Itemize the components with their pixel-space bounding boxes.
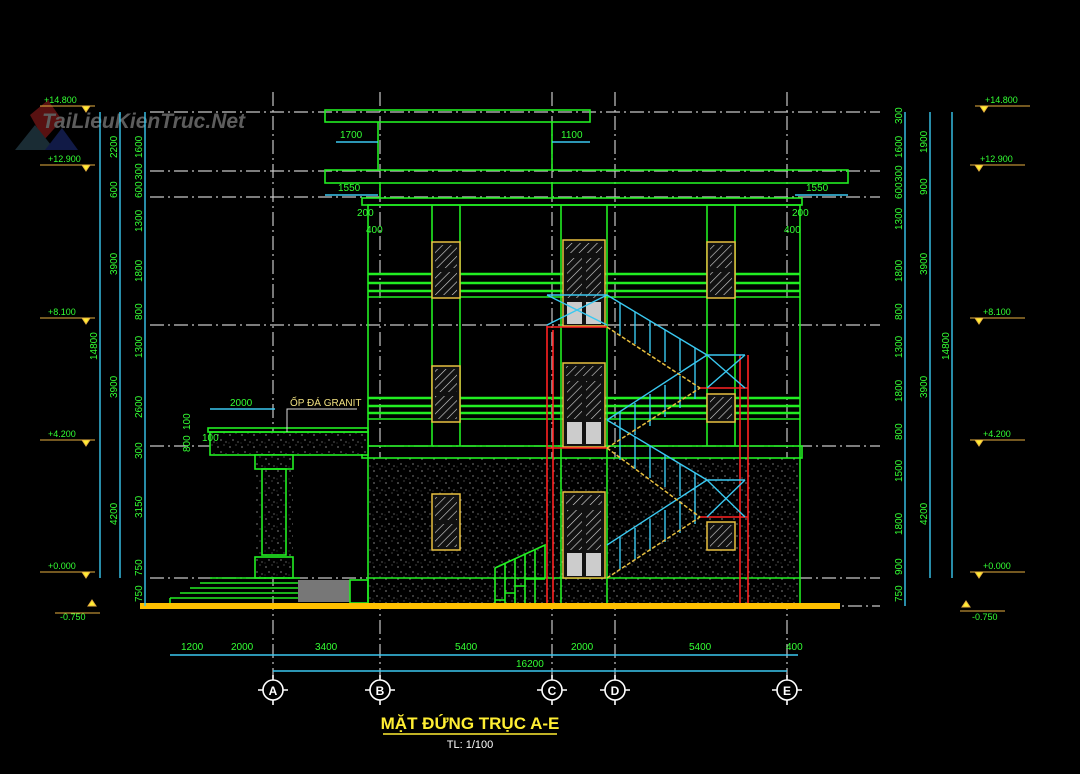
dimension-label: 2000 <box>230 398 253 409</box>
elevation-label: +8.100 <box>48 307 76 317</box>
dimension-label: 14800 <box>941 332 952 360</box>
watermark-text: TaiLieuKienTruc.Net <box>42 110 246 133</box>
dimension-label: 300 <box>894 165 905 182</box>
dimension-label: 800 <box>894 423 905 440</box>
dimension-label: 3150 <box>134 495 145 518</box>
axis-label: C <box>548 684 557 698</box>
dimension-label: 800 <box>894 303 905 320</box>
windows <box>431 241 736 551</box>
dimension-label: 750 <box>134 585 145 602</box>
dimension-label: 1800 <box>894 259 905 282</box>
total-dimension-label: 16200 <box>516 659 544 670</box>
dimension-label: 1200 <box>181 642 204 653</box>
dimension-label: 100 <box>202 433 219 444</box>
dimension-label: 600 <box>894 182 905 199</box>
dimension-label: 900 <box>919 178 930 195</box>
external-staircase <box>494 294 749 605</box>
dimension-label: 200 <box>357 208 374 219</box>
dimension-label: 2200 <box>109 135 120 158</box>
dimension-label: 400 <box>366 225 383 236</box>
elevation-label: +12.900 <box>980 154 1013 164</box>
elevation-label: +0.000 <box>48 561 76 571</box>
axis-label: D <box>611 684 620 698</box>
dimension-label: 4200 <box>109 502 120 525</box>
dimension-label: 14800 <box>89 332 100 360</box>
dimension-lines <box>99 112 953 672</box>
dimension-label: 3900 <box>109 252 120 275</box>
drawing-title: MẶT ĐỨNG TRỤC A-E <box>381 714 560 733</box>
dimension-label: 1600 <box>134 135 145 158</box>
dimension-label: 1700 <box>340 130 363 141</box>
dimension-label: 3900 <box>919 375 930 398</box>
roof-canopy <box>324 109 849 206</box>
dimension-label: 1800 <box>894 379 905 402</box>
doors <box>562 239 606 579</box>
elevation-label: +0.000 <box>983 561 1011 571</box>
elevation-markers <box>40 105 1030 614</box>
dimension-label: 1300 <box>134 209 145 232</box>
axis-label: E <box>783 684 791 698</box>
dimension-label: 2000 <box>571 642 594 653</box>
dimension-label: 1550 <box>806 183 829 194</box>
dimension-label: 300 <box>134 442 145 459</box>
axis-label: A <box>269 684 278 698</box>
axis-bubbles <box>258 675 802 705</box>
elevation-label: +14.800 <box>44 95 77 105</box>
elevation-label: +12.900 <box>48 154 81 164</box>
ground-line <box>140 603 840 609</box>
dimension-label: 5400 <box>455 642 478 653</box>
elevation-label: +4.200 <box>983 429 1011 439</box>
dimension-label: 1550 <box>338 183 361 194</box>
porch <box>169 427 369 604</box>
watermark-logo: TaiLieuKienTruc.Net <box>15 100 246 150</box>
dimension-label: 4200 <box>919 502 930 525</box>
dimension-label: 800 <box>134 303 145 320</box>
dimension-label: 600 <box>134 181 145 198</box>
dimension-label: 750 <box>894 585 905 602</box>
dimension-label: 400 <box>786 642 803 653</box>
elevation-label: +14.800 <box>985 95 1018 105</box>
dimension-label: 1600 <box>894 135 905 158</box>
dimension-label: 1900 <box>919 130 930 153</box>
axis-label: B <box>376 684 385 698</box>
drawing-scale: TL: 1/100 <box>447 739 493 751</box>
dimension-label: 3400 <box>315 642 338 653</box>
dimension-label: 300 <box>134 163 145 180</box>
material-annotation: ỐP ĐÁ GRANIT <box>290 395 362 409</box>
dimension-label: 3900 <box>919 252 930 275</box>
dimension-label: 750 <box>134 559 145 576</box>
dimension-label: 200 <box>792 208 809 219</box>
dimension-label: 400 <box>784 225 801 236</box>
dimension-label: 2000 <box>231 642 254 653</box>
dimension-label: 1300 <box>894 207 905 230</box>
elevation-label: +8.100 <box>983 307 1011 317</box>
dimension-label: 5400 <box>689 642 712 653</box>
elevation-label: -0.750 <box>972 612 998 622</box>
dimension-label: 600 <box>109 181 120 198</box>
dimension-label: 300 <box>894 107 905 124</box>
dimension-label: 1500 <box>894 459 905 482</box>
dimension-label: 800 <box>182 435 193 452</box>
dimension-label: 1300 <box>134 335 145 358</box>
dimension-label: 3900 <box>109 375 120 398</box>
elevation-label: +4.200 <box>48 429 76 439</box>
dimension-label: 2600 <box>134 395 145 418</box>
dimension-label: 100 <box>182 413 193 430</box>
dimension-label: 900 <box>894 558 905 575</box>
dimension-label: 1100 <box>561 130 583 141</box>
dimension-label: 1800 <box>134 259 145 282</box>
elevation-label: -0.750 <box>60 612 86 622</box>
dimension-label: 1300 <box>894 335 905 358</box>
dimension-label: 1800 <box>894 512 905 535</box>
